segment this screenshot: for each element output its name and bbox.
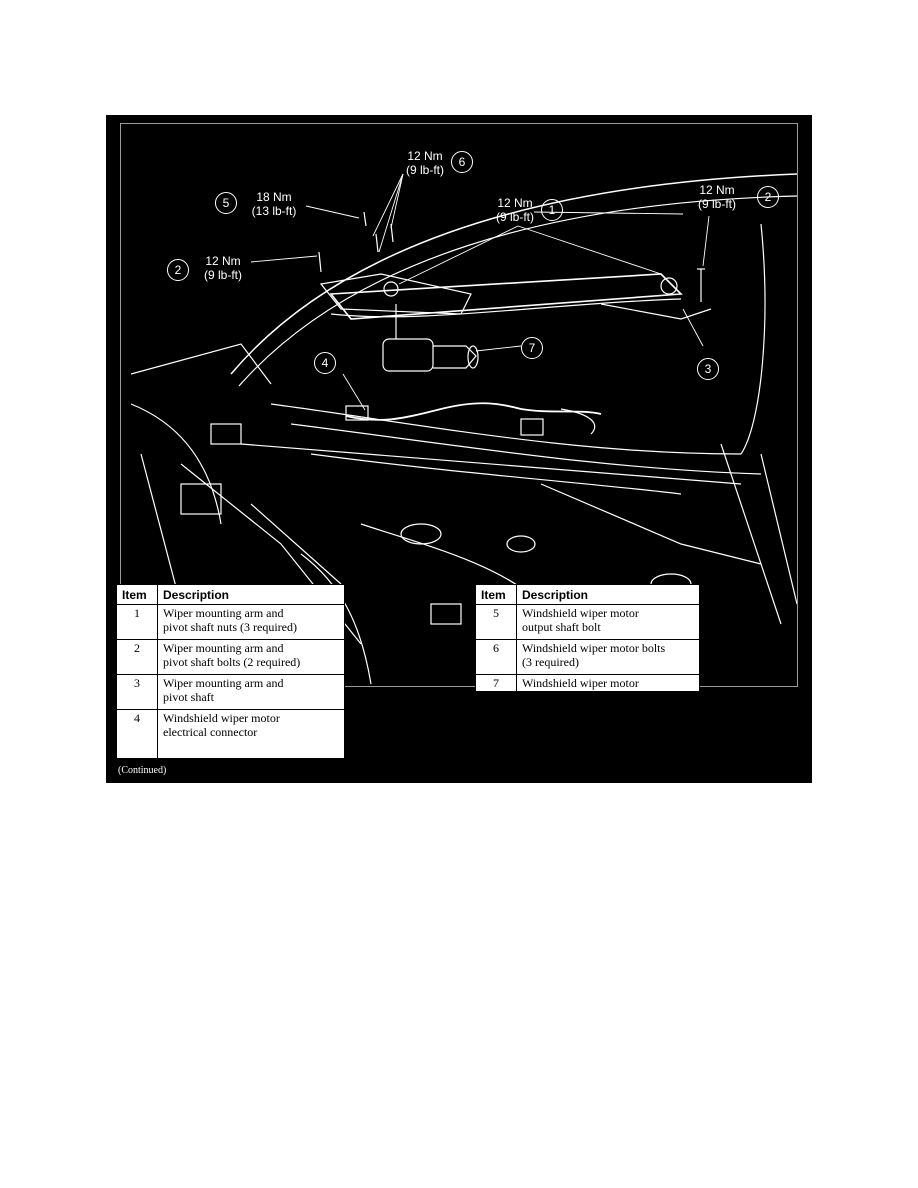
description-line: pivot shaft bolts (2 required) xyxy=(163,655,301,669)
callout-1-marker: 1 xyxy=(541,199,563,221)
callout-6-lbft: (9 lb-ft) xyxy=(405,163,444,177)
callout-1-torque: 12 Nm (9 lb-ft) xyxy=(491,196,539,224)
item-number: 6 xyxy=(475,639,517,675)
description-line: Wiper mounting arm and xyxy=(163,676,284,690)
item-description: Windshield wiper motor bolts(3 required) xyxy=(516,639,700,675)
description-line: Windshield wiper motor xyxy=(522,606,639,620)
item-number: 3 xyxy=(116,674,158,710)
item-number: 5 xyxy=(475,604,517,640)
legend-header-row: Item Description xyxy=(475,584,700,605)
callout-1-lbft: (9 lb-ft) xyxy=(495,210,534,224)
callout-2-right-marker: 2 xyxy=(757,186,779,208)
description-line: (3 required) xyxy=(522,655,579,669)
callout-5-lbft: (13 lb-ft) xyxy=(251,204,297,218)
description-line: pivot shaft xyxy=(163,690,214,704)
callout-4-marker: 4 xyxy=(314,352,336,374)
legend-table-left: Item Description 1 Wiper mounting arm an… xyxy=(116,584,345,759)
callout-5-marker: 5 xyxy=(215,192,237,214)
item-number: 1 xyxy=(116,604,158,640)
header-item: Item xyxy=(116,584,158,605)
description-line: electrical connector xyxy=(163,725,258,739)
callout-2-left-nm: 12 Nm xyxy=(205,254,241,268)
callout-2-left-marker: 2 xyxy=(167,259,189,281)
figure-panel: 6 12 Nm (9 lb-ft) 5 18 Nm (13 lb-ft) 1 1… xyxy=(106,115,812,783)
item-number: 4 xyxy=(116,709,158,759)
description-line: Wiper mounting arm and xyxy=(163,606,284,620)
callout-3-marker: 3 xyxy=(697,358,719,380)
header-item: Item xyxy=(475,584,517,605)
callout-5-torque: 18 Nm (13 lb-ft) xyxy=(245,190,303,218)
callout-2-left-lbft: (9 lb-ft) xyxy=(203,268,242,282)
table-row: 7 Windshield wiper motor xyxy=(475,674,700,692)
description-line: Windshield wiper motor bolts xyxy=(522,641,666,655)
description-line: pivot shaft nuts (3 required) xyxy=(163,620,297,634)
description-line: Wiper mounting arm and xyxy=(163,641,284,655)
table-row: 6 Windshield wiper motor bolts(3 require… xyxy=(475,639,700,675)
legend-table-right: Item Description 5 Windshield wiper moto… xyxy=(475,584,700,692)
callout-6-nm: 12 Nm xyxy=(407,149,443,163)
callout-1-nm: 12 Nm xyxy=(497,196,533,210)
callout-2-right-torque: 12 Nm (9 lb-ft) xyxy=(687,183,747,211)
callout-6-marker: 6 xyxy=(451,151,473,173)
header-description: Description xyxy=(516,584,700,605)
callout-2-right-lbft: (9 lb-ft) xyxy=(697,197,736,211)
description-line: Windshield wiper motor xyxy=(163,711,280,725)
callout-5-nm: 18 Nm xyxy=(256,190,292,204)
header-description: Description xyxy=(157,584,345,605)
callout-2-right-nm: 12 Nm xyxy=(699,183,735,197)
item-description: Windshield wiper motor xyxy=(516,674,700,692)
item-number: 7 xyxy=(475,674,517,692)
legend-header-row: Item Description xyxy=(116,584,345,605)
item-number: 2 xyxy=(116,639,158,675)
callout-6-torque: 12 Nm (9 lb-ft) xyxy=(401,149,449,177)
callout-7-marker: 7 xyxy=(521,337,543,359)
callout-2-left-torque: 12 Nm (9 lb-ft) xyxy=(197,254,249,282)
continued-note: (Continued) xyxy=(118,765,167,776)
description-line: output shaft bolt xyxy=(522,620,601,634)
